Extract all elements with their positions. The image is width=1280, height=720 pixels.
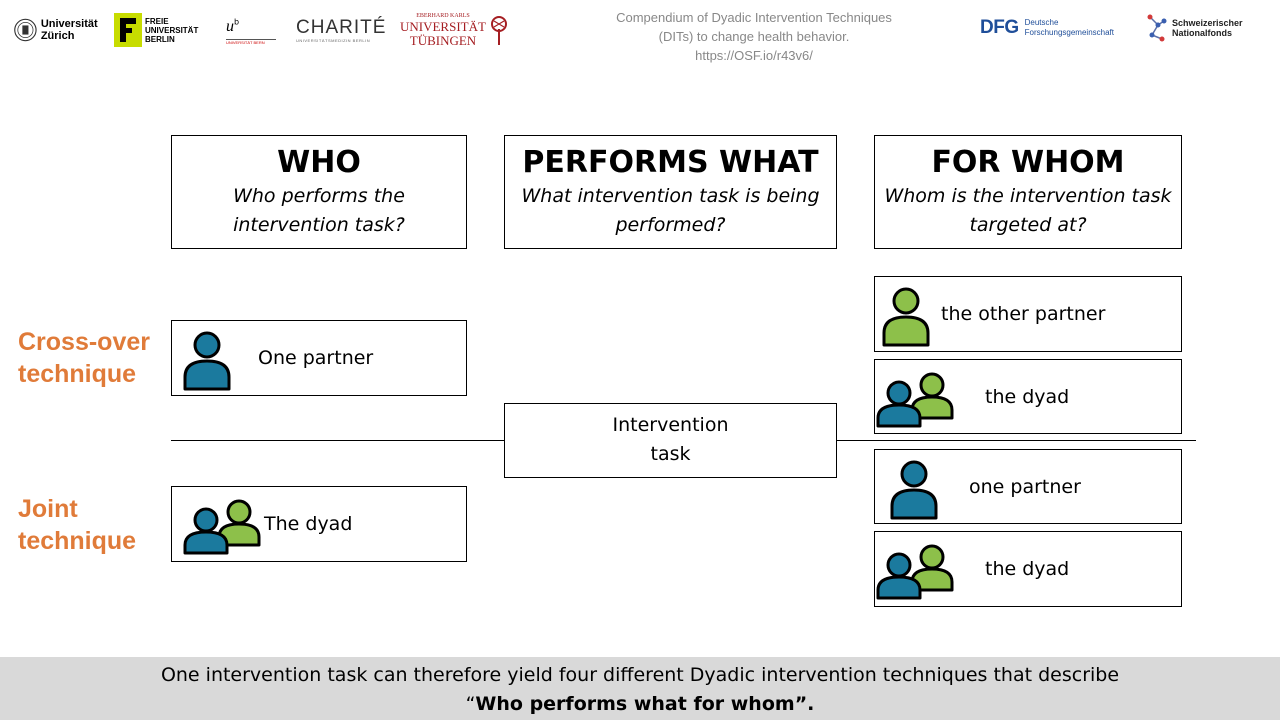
person-blue-icon (183, 331, 231, 391)
charite-logo-text: CHARITÉ (296, 16, 387, 38)
header-for-whom-title: FOR WHOM (931, 145, 1125, 180)
snf-logo-line2: Nationalfonds (1172, 28, 1232, 38)
footer-line-2: “Who performs what for whom”. (0, 690, 1280, 719)
footer-summary: One intervention task can therefore yiel… (0, 657, 1280, 720)
dyad-icon (183, 499, 261, 555)
header-who-subtitle: Who performs the intervention task? (233, 185, 405, 236)
header-who: WHO Who performs the intervention task? (171, 135, 467, 249)
header-for-whom-subtitle: Whom is the intervention task targeted a… (884, 185, 1172, 236)
for-whom-one-partner-label: one partner (969, 475, 1081, 498)
charite-logo-subtext: UNIVERSITÄTSMEDIZIN BERLIN (296, 37, 371, 43)
ub-logo-b: b (234, 17, 240, 27)
header-for-whom: FOR WHOM Whom is the intervention task t… (874, 135, 1182, 249)
for-whom-other-partner-box: the other partner (874, 276, 1182, 352)
joint-technique-label: Joint technique (18, 493, 136, 557)
person-blue-icon (890, 460, 938, 519)
fu-mark-icon (114, 13, 142, 47)
fu-logo-text: FREIE UNIVERSITÄT BERLIN (145, 16, 199, 44)
crossover-technique-label: Cross-over technique (18, 326, 150, 390)
uni-bern-logo: ub UNIVERSITÄT BERN (226, 10, 280, 50)
for-whom-dyad-crossover-box: the dyad (874, 359, 1182, 434)
intervention-task-line1: Intervention (612, 414, 729, 436)
header-performs-what-subtitle: What intervention task is being performe… (521, 185, 820, 236)
who-dyad-label: The dyad (264, 513, 353, 535)
for-whom-other-partner-label: the other partner (941, 303, 1106, 325)
header-performs-what-title: PERFORMS WHAT (522, 145, 819, 180)
crossover-label-line2: technique (18, 360, 137, 388)
for-whom-one-partner-box: one partner (874, 449, 1182, 524)
dfg-logo-line2: Forschungsgemeinschaft (1024, 28, 1114, 37)
footer-quote-close: ”. (794, 693, 815, 715)
uzh-logo-text: Universität Zürich (40, 18, 98, 42)
palm-tree-icon (490, 16, 507, 45)
for-whom-dyad-crossover-label: the dyad (985, 385, 1070, 408)
tuebingen-logo-line1: UNIVERSITÄT (400, 18, 486, 34)
tuebingen-logo: EBERHARD KARLS UNIVERSITÄT TÜBINGEN (400, 10, 520, 50)
tuebingen-logo-line2: TÜBINGEN (409, 32, 477, 48)
snf-logo-line1: Schweizerischer (1172, 18, 1243, 28)
dfg-logo-line1: Deutsche (1024, 18, 1059, 27)
fu-berlin-logo: FREIE UNIVERSITÄT BERLIN (114, 10, 200, 50)
intervention-task-box: Intervention task (504, 403, 837, 478)
ub-logo-text: UNIVERSITÄT BERN (226, 39, 265, 45)
citation: Compendium of Dyadic Intervention Techni… (560, 8, 948, 65)
footer-line-1: One intervention task can therefore yiel… (160, 664, 1120, 686)
crossover-label-line1: Cross-over (18, 328, 150, 356)
snf-logo: Schweizerischer Nationalfonds (1146, 8, 1266, 48)
citation-line-2: (DITs) to change health behavior. (658, 29, 850, 44)
citation-url[interactable]: https://OSF.io/r43v6/ (695, 48, 813, 63)
footer-quote-open: “ (465, 693, 476, 715)
charite-logo: CHARITÉ UNIVERSITÄTSMEDIZIN BERLIN (296, 10, 385, 50)
dfg-logo: DFG Deutsche Forschungsgemeinschaft (980, 8, 1130, 48)
snf-network-icon (1147, 14, 1167, 42)
person-green-icon (882, 287, 930, 347)
intervention-task-line2: task (650, 443, 691, 465)
who-dyad-box: The dyad (171, 486, 467, 562)
dfg-logo-mark: DFG (980, 17, 1019, 38)
uzh-logo: Universität Zürich (14, 10, 112, 50)
dyad-icon (876, 372, 954, 427)
footer-bold-phrase: Who performs what for whom (475, 693, 795, 715)
ub-logo-u: u (226, 17, 234, 35)
dyad-icon (876, 544, 954, 600)
uzh-seal-icon (14, 18, 37, 42)
joint-label-line1: Joint (18, 495, 78, 523)
citation-line-1: Compendium of Dyadic Intervention Techni… (616, 10, 892, 25)
for-whom-dyad-joint-box: the dyad (874, 531, 1182, 607)
header-performs-what: PERFORMS WHAT What intervention task is … (504, 135, 837, 249)
joint-label-line2: technique (18, 527, 137, 555)
tuebingen-logo-small: EBERHARD KARLS (416, 12, 470, 19)
header-who-title: WHO (277, 145, 361, 180)
who-one-partner-box: One partner (171, 320, 467, 396)
for-whom-dyad-joint-label: the dyad (985, 558, 1070, 580)
who-one-partner-label: One partner (258, 347, 374, 369)
